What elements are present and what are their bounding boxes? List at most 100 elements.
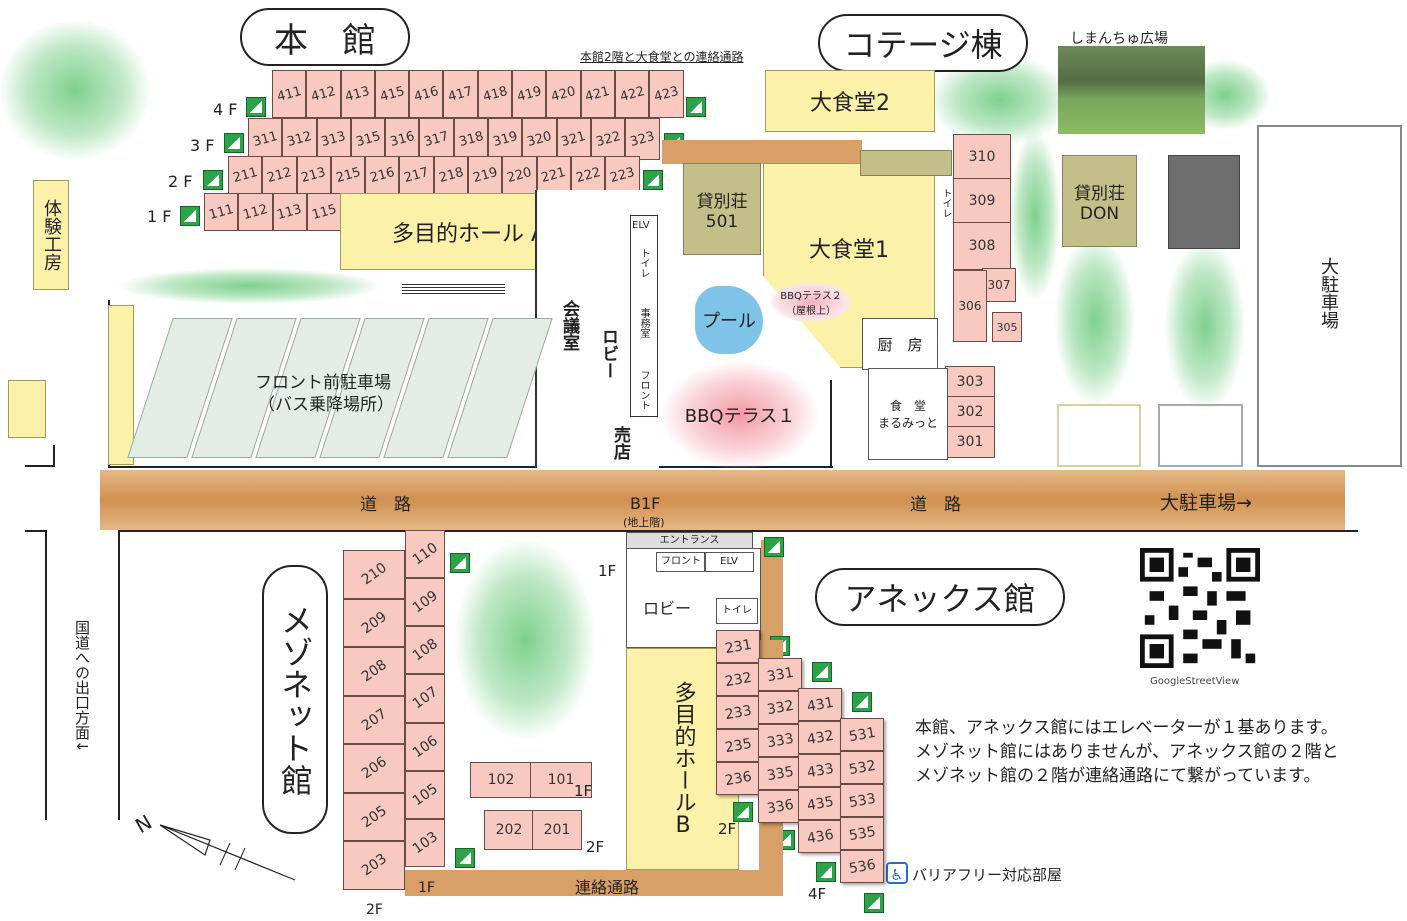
honkan-room-220[interactable]: 220 — [502, 156, 537, 194]
honkan-room-112[interactable]: 112 — [238, 193, 273, 231]
honkan-room-312[interactable]: 312 — [282, 118, 317, 160]
honkan-room-311[interactable]: 311 — [248, 118, 283, 160]
pool[interactable]: プール — [695, 286, 763, 354]
annex-room-333[interactable]: 333 — [758, 724, 802, 757]
honkan-room-215[interactable]: 215 — [330, 156, 366, 194]
maisonette-room-206[interactable]: 206 — [343, 744, 405, 793]
cottage-room-302[interactable]: 302 — [945, 396, 995, 428]
cafeteria-marumitto[interactable]: 食 堂 まるみっと — [868, 368, 948, 460]
dining-hall-2[interactable]: 大食堂2 — [765, 70, 935, 132]
honkan-room-115[interactable]: 115 — [306, 193, 342, 231]
maisonette-room-106[interactable]: 106 — [405, 722, 445, 771]
cottage-room-310[interactable]: 310 — [953, 134, 1011, 180]
honkan-room-212[interactable]: 212 — [262, 156, 297, 194]
maisonette-room-109[interactable]: 109 — [405, 578, 445, 627]
maisonette-room-102[interactable]: 102 — [470, 762, 532, 798]
honkan-room-222[interactable]: 222 — [570, 156, 606, 194]
maisonette-room-101[interactable]: 101 — [530, 762, 592, 798]
annex-room-535[interactable]: 535 — [840, 817, 884, 850]
maisonette-room-209[interactable]: 209 — [343, 598, 405, 647]
honkan-room-111[interactable]: 111 — [204, 193, 239, 231]
annex-room-235[interactable]: 235 — [716, 729, 760, 762]
annex-room-335[interactable]: 335 — [758, 757, 802, 790]
honkan-room-316[interactable]: 316 — [385, 118, 420, 160]
honkan-room-322[interactable]: 322 — [590, 118, 626, 160]
maisonette-room-210[interactable]: 210 — [343, 550, 405, 599]
honkan-room-217[interactable]: 217 — [399, 156, 434, 194]
honkan-room-419[interactable]: 419 — [512, 70, 547, 118]
annex-room-433[interactable]: 433 — [798, 754, 842, 787]
honkan-room-423[interactable]: 423 — [649, 70, 684, 118]
annex-room-436[interactable]: 436 — [798, 820, 842, 853]
annex-room-435[interactable]: 435 — [798, 787, 842, 820]
annex-room-236[interactable]: 236 — [716, 762, 760, 795]
honkan-room-221[interactable]: 221 — [536, 156, 571, 194]
honkan-room-420[interactable]: 420 — [546, 70, 581, 118]
honkan-room-216[interactable]: 216 — [365, 156, 400, 194]
annex-room-231[interactable]: 231 — [716, 630, 760, 663]
bbq-terrace-2[interactable]: BBQテラス２ （屋根上） — [770, 282, 852, 322]
annex-room-532[interactable]: 532 — [840, 751, 884, 784]
annex-room-431[interactable]: 431 — [798, 688, 842, 721]
honkan-room-317[interactable]: 317 — [419, 118, 454, 160]
honkan-room-313[interactable]: 313 — [316, 118, 351, 160]
annex-room-331[interactable]: 331 — [758, 658, 802, 691]
honkan-room-318[interactable]: 318 — [453, 118, 489, 160]
maisonette-room-201[interactable]: 201 — [532, 810, 582, 850]
cottage-room-306[interactable]: 306 — [953, 270, 987, 342]
honkan-room-113[interactable]: 113 — [272, 193, 307, 231]
annex-room-533[interactable]: 533 — [840, 784, 884, 817]
room-number: 423 — [652, 83, 681, 105]
honkan-room-411[interactable]: 411 — [272, 70, 307, 118]
honkan-room-223[interactable]: 223 — [605, 156, 640, 194]
annex-room-531[interactable]: 531 — [840, 718, 884, 751]
cottage-room-309[interactable]: 309 — [953, 178, 1011, 224]
cottage-room-308[interactable]: 308 — [953, 222, 1011, 270]
qr-code-icon[interactable] — [1140, 548, 1260, 668]
maisonette-room-203[interactable]: 203 — [343, 841, 405, 890]
annex-room-536[interactable]: 536 — [840, 850, 884, 883]
honkan-room-323[interactable]: 323 — [625, 118, 660, 160]
cottage-room-305[interactable]: 305 — [992, 312, 1022, 342]
annex-room-432[interactable]: 432 — [798, 721, 842, 754]
cottage-room-303[interactable]: 303 — [945, 366, 995, 398]
honkan-elv: ELV — [632, 220, 650, 231]
maisonette-room-202[interactable]: 202 — [484, 810, 534, 850]
bbq-terrace-1[interactable]: BBQテラス１ — [660, 360, 820, 470]
honkan-room-416[interactable]: 416 — [409, 70, 444, 118]
big-parking[interactable]: 大駐車場 — [1257, 125, 1402, 467]
maisonette-room-110[interactable]: 110 — [405, 530, 445, 579]
honkan-room-211[interactable]: 211 — [228, 156, 263, 194]
honkan-room-320[interactable]: 320 — [522, 118, 557, 160]
maisonette-room-105[interactable]: 105 — [405, 770, 445, 819]
taiken-kobo[interactable]: 体験工房 — [33, 180, 69, 290]
honkan-room-319[interactable]: 319 — [488, 118, 523, 160]
maisonette-room-107[interactable]: 107 — [405, 674, 445, 723]
annex-room-233[interactable]: 233 — [716, 696, 760, 729]
maisonette-room-108[interactable]: 108 — [405, 626, 445, 675]
rental-cottage-501[interactable]: 貸別荘 501 — [683, 163, 761, 255]
honkan-room-219[interactable]: 219 — [468, 156, 503, 194]
rental-cottage-don[interactable]: 貸別荘 DON — [1062, 155, 1137, 247]
honkan-room-418[interactable]: 418 — [477, 70, 513, 118]
annex-room-232[interactable]: 232 — [716, 663, 760, 696]
cottage-room-301[interactable]: 301 — [945, 426, 995, 458]
honkan-room-315[interactable]: 315 — [350, 118, 386, 160]
front-parking-label: フロント前駐車場 — [255, 373, 391, 393]
honkan-room-422[interactable]: 422 — [614, 70, 650, 118]
honkan-room-213[interactable]: 213 — [296, 156, 331, 194]
honkan-room-415[interactable]: 415 — [374, 70, 410, 118]
cottage-room-307[interactable]: 307 — [982, 268, 1016, 302]
annex-room-336[interactable]: 336 — [758, 790, 802, 823]
maisonette-room-207[interactable]: 207 — [343, 695, 405, 744]
honkan-room-412[interactable]: 412 — [306, 70, 341, 118]
maisonette-room-103[interactable]: 103 — [405, 818, 445, 867]
honkan-room-421[interactable]: 421 — [580, 70, 615, 118]
annex-room-332[interactable]: 332 — [758, 691, 802, 724]
honkan-room-417[interactable]: 417 — [443, 70, 478, 118]
maisonette-room-208[interactable]: 208 — [343, 647, 405, 696]
maisonette-room-205[interactable]: 205 — [343, 792, 405, 841]
honkan-room-218[interactable]: 218 — [433, 156, 469, 194]
honkan-room-321[interactable]: 321 — [556, 118, 591, 160]
honkan-room-413[interactable]: 413 — [340, 70, 375, 118]
